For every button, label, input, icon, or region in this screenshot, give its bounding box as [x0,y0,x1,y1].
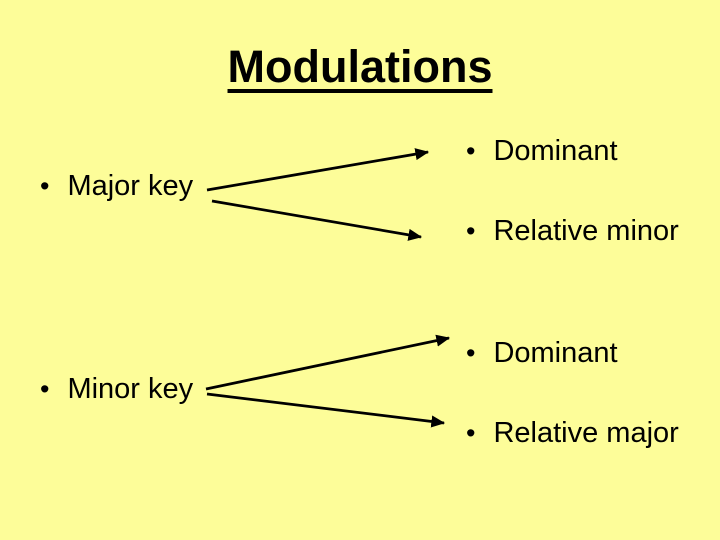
bullet-item-minor-key: • Minor key [40,371,193,407]
arrow-line-2 [205,334,451,391]
bullet-item-relative-major: • Relative major [466,415,679,451]
bullet-label-relative-major: Relative major [493,417,679,449]
arrow-line-0 [206,148,430,192]
bullet-label-dominant-from-minor: Dominant [493,337,618,369]
bullet-item-major-key: • Major key [40,168,193,204]
bullet-label-minor-key: Minor key [67,373,194,405]
bullet-dot: • [466,338,476,368]
bullet-item-relative-minor: • Relative minor [466,213,679,249]
arrow-line-3 [206,392,446,428]
bullet-dot: • [466,216,476,246]
bullet-dot: • [466,418,476,448]
bullet-item-dominant-from-major: • Dominant [466,133,618,169]
bullet-label-dominant-from-major: Dominant [493,135,618,167]
bullet-dot: • [466,136,476,166]
bullet-item-dominant-from-minor: • Dominant [466,335,618,371]
bullet-dot: • [40,374,50,404]
bullet-dot: • [40,171,50,201]
bullet-label-relative-minor: Relative minor [493,215,679,247]
bullet-label-major-key: Major key [67,170,194,202]
arrow-line-1 [211,199,423,241]
slide-title: Modulations [227,41,493,92]
